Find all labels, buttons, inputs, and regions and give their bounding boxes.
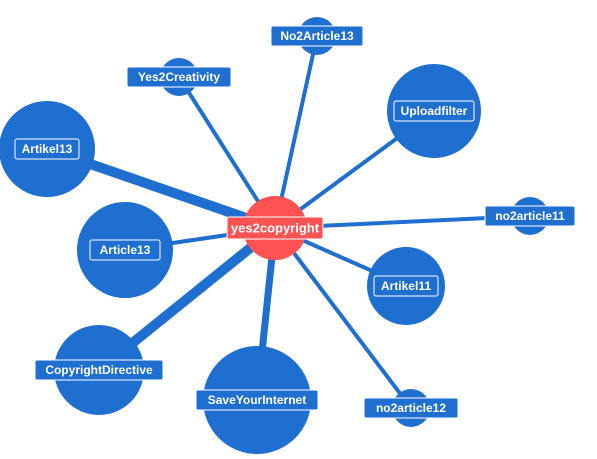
node-label-saveyourinternet: SaveYourInternet [208, 393, 306, 407]
label-box-yes2creativity [126, 66, 232, 88]
center-label: yes2copyright [231, 220, 320, 235]
center-label-box [226, 216, 324, 240]
label-box-artikel13 [14, 138, 80, 160]
node-label-copyrightdirective: CopyrightDirective [45, 363, 153, 377]
label-box-artikel11 [373, 275, 439, 297]
label-box-saveyourinternet [195, 389, 319, 411]
label-box-copyrightdirective [34, 359, 164, 381]
label-box-article13 [89, 239, 161, 261]
node-label-no2article12: no2article12 [376, 401, 446, 415]
node-label-yes2creativity: Yes2Creativity [138, 70, 220, 84]
link-no2article13 [273, 35, 319, 229]
node-label-no2article13: No2Article13 [280, 29, 354, 43]
label-box-no2article12 [363, 397, 459, 419]
node-label-no2article11: no2article11 [495, 209, 565, 223]
node-label-artikel13: Artikel13 [22, 142, 73, 156]
node-label-artikel11: Artikel11 [381, 279, 431, 293]
label-box-no2article11 [484, 205, 576, 227]
node-label-article13: Article13 [100, 243, 151, 257]
label-box-uploadfilter [393, 100, 475, 122]
node-label-uploadfilter: Uploadfilter [401, 104, 468, 118]
link-no2article12 [273, 226, 413, 410]
label-box-no2article13 [270, 25, 364, 47]
